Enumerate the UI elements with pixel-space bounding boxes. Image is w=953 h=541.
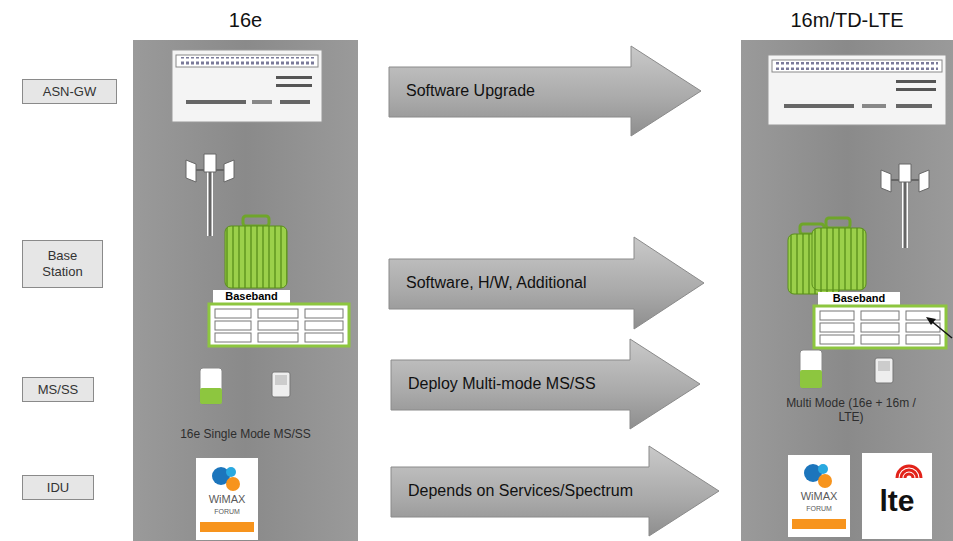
row-label-box: ASN-GW: [22, 79, 117, 104]
logo-text: WiMAX: [196, 494, 258, 505]
row-label-text: IDU: [43, 480, 73, 496]
block-arrow-outline: [389, 46, 701, 136]
technology-panel: 16m/TD-LTE BasebandMulti Mode (16e + 16m …: [741, 0, 953, 541]
arrow-text: Software, H/W, Additional: [406, 274, 587, 292]
block-arrow: Deploy Multi-mode MS/SS: [390, 338, 702, 430]
logo-text: lte: [862, 486, 932, 516]
row-label-text: ASN-GW: [39, 84, 100, 100]
technology-panel: 16eBaseband 16e Single Mode MS/SS WiMAX FOR…: [133, 0, 358, 541]
device-caption: 16e Single Mode MS/SS: [133, 428, 358, 442]
row-label-box: MS/SS: [22, 377, 94, 402]
block-arrow-outline: [389, 237, 704, 329]
logo-subtext: FORUM: [788, 505, 850, 512]
arrow-text: Software Upgrade: [406, 82, 535, 100]
panel-heading: 16m/TD-LTE: [741, 9, 953, 32]
row-label-box: IDU: [22, 475, 94, 500]
block-arrow-outline: [391, 446, 719, 536]
row-label-text: Base Station: [23, 248, 102, 279]
arrow-text: Depends on Services/Spectrum: [408, 482, 633, 500]
panel-heading: 16e: [133, 9, 358, 32]
block-arrow-outline: [391, 339, 700, 429]
row-label-box: Base Station: [22, 240, 103, 288]
right-panel-illustration: [741, 0, 953, 541]
block-arrow: Depends on Services/Spectrum: [390, 445, 721, 537]
unit-label: Baseband: [213, 290, 290, 303]
block-arrow: Software Upgrade: [388, 45, 703, 137]
block-arrow: Software, H/W, Additional: [388, 236, 706, 330]
logo-text: WiMAX: [788, 491, 850, 502]
logo-subtext: FORUM: [196, 508, 258, 515]
unit-label: Baseband: [818, 292, 900, 305]
row-label-text: MS/SS: [34, 382, 82, 398]
left-panel-illustration: [133, 0, 358, 541]
device-caption: Multi Mode (16e + 16m / LTE): [781, 397, 921, 425]
arrow-text: Deploy Multi-mode MS/SS: [408, 375, 596, 393]
